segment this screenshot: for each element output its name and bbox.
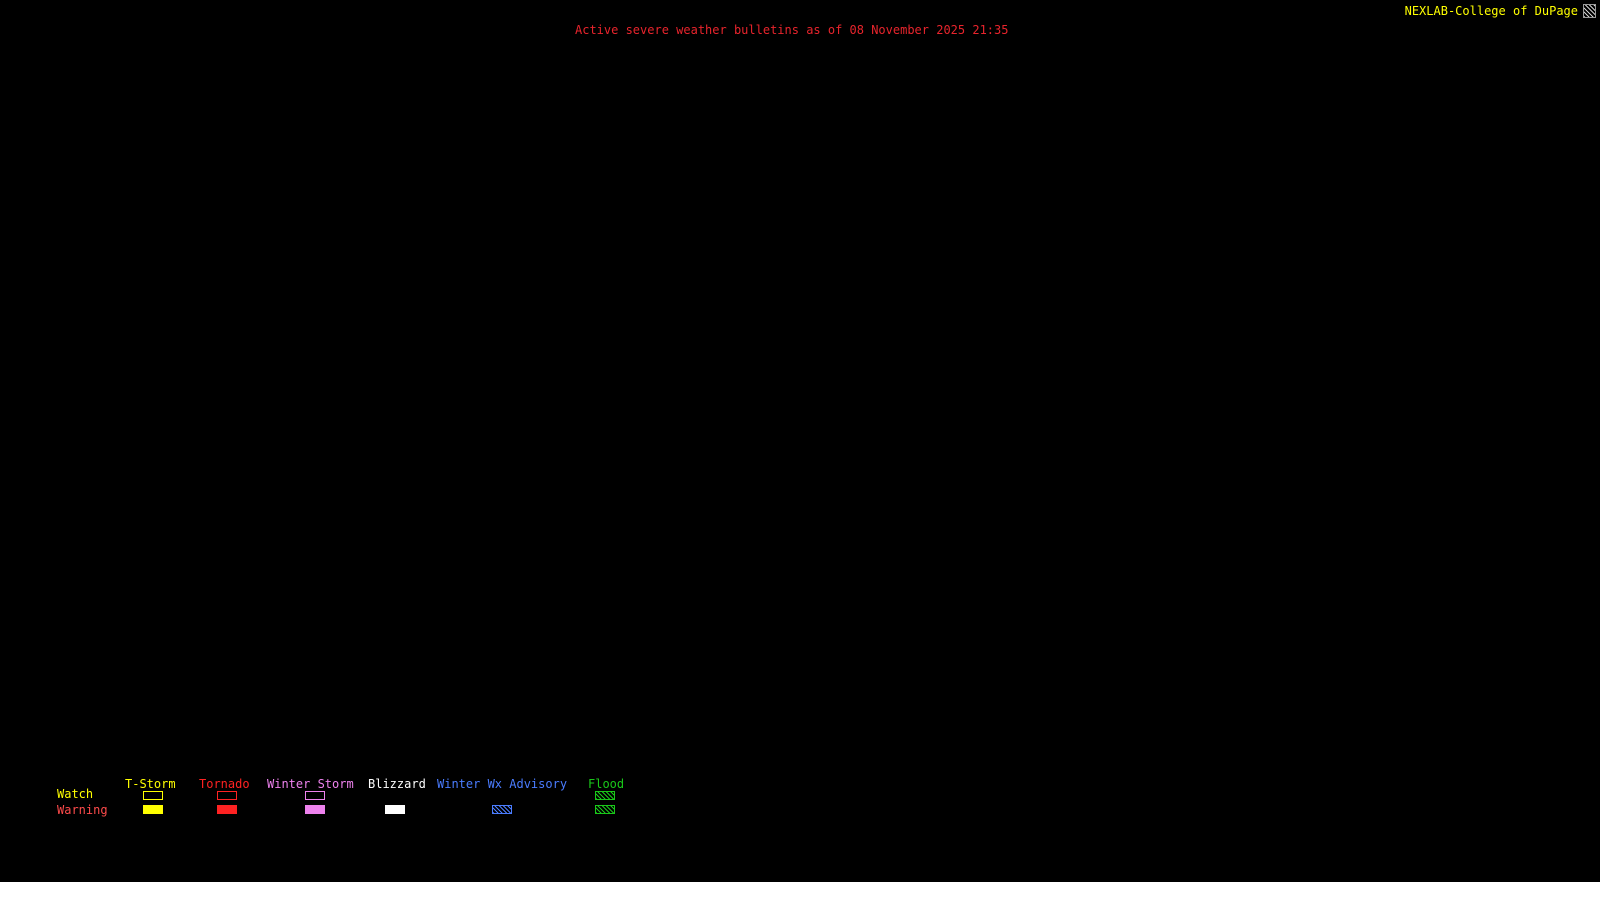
map-title: Active severe weather bulletins as of 08… [575,23,1009,37]
legend-col-blizzard-label: Blizzard [368,777,426,791]
legend-col-tornado-label: Tornado [199,777,250,791]
legend-col-winter-wx-advisory-label: Winter Wx Advisory [437,777,568,791]
tstorm-watch-swatch [143,791,163,800]
blizzard-warning-swatch [385,805,405,814]
winter-storm-watch-swatch [305,791,325,800]
tornado-warning-swatch [217,805,237,814]
legend-row-watch-label: Watch [57,787,94,801]
legend-row-warning-label: Warning [57,803,108,817]
winter-wx-advisory-swatch [492,805,512,814]
flood-warning-swatch [595,805,615,814]
legend-col-winter-storm-label: Winter Storm [267,777,354,791]
tornado-watch-swatch [217,791,237,800]
source-attribution: NEXLAB-College of DuPage [1404,4,1578,18]
legend-col-tstorm-label: T-Storm [125,777,176,791]
winter-storm-warning-swatch [305,805,325,814]
tstorm-warning-swatch [143,805,163,814]
nexlab-logo-icon [1583,4,1596,18]
bottom-margin-bar [0,882,1600,900]
legend-col-flood-label: Flood [588,777,625,791]
flood-watch-swatch [595,791,615,800]
